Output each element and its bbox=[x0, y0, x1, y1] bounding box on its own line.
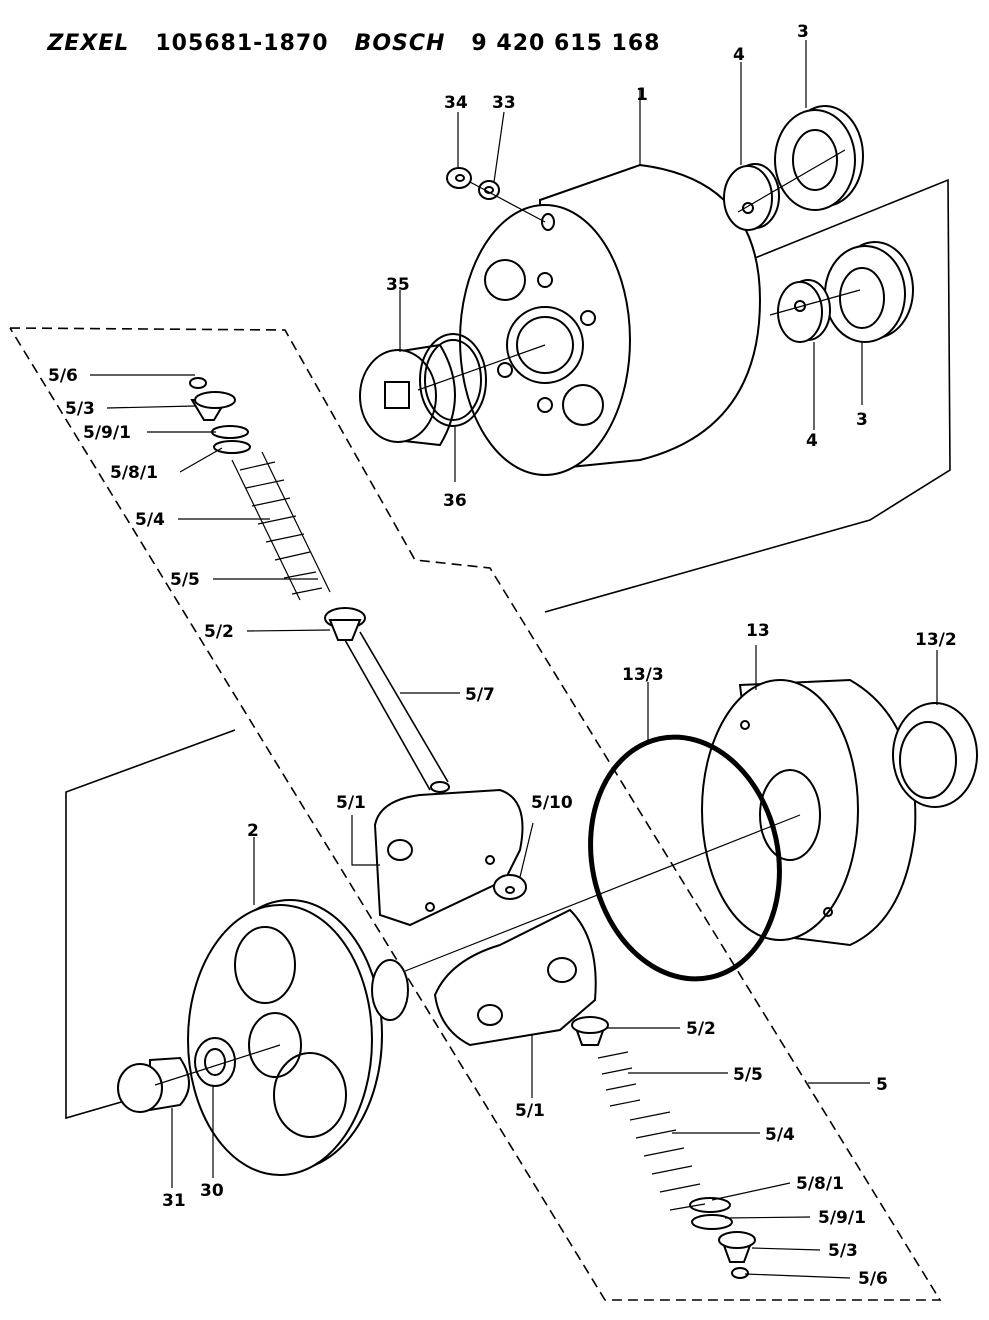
label-right-5-3: 5/3 bbox=[828, 1241, 858, 1261]
label-part-33: 33 bbox=[492, 93, 516, 113]
label-part-30: 30 bbox=[200, 1181, 224, 1201]
roller-holder-part-5-1-upper bbox=[373, 788, 524, 927]
label-left-5-9-1: 5/9/1 bbox=[83, 423, 131, 443]
label-right-5-9-1: 5/9/1 bbox=[818, 1208, 866, 1228]
brand-zexel: ZEXEL bbox=[47, 31, 130, 56]
pump-housing-part-1 bbox=[459, 163, 762, 476]
label-part-13-3: 13/3 bbox=[622, 665, 664, 685]
label-part-13-2: 13/2 bbox=[915, 630, 957, 650]
valve-part-4-upper bbox=[723, 163, 780, 231]
zexel-part-number: 105681-1870 bbox=[155, 31, 329, 56]
screw-part-34 bbox=[446, 167, 472, 189]
label-right-5-2: 5/2 bbox=[686, 1019, 716, 1039]
screw-plug-part-31 bbox=[117, 1056, 190, 1113]
label-part-1: 1 bbox=[636, 85, 648, 105]
right-inner-spring bbox=[597, 1051, 641, 1107]
label-part-2: 2 bbox=[247, 821, 259, 841]
label-part-5-1-upper: 5/1 bbox=[336, 793, 366, 813]
label-part-34: 34 bbox=[444, 93, 468, 113]
cam-plate-part-2 bbox=[187, 899, 409, 1176]
label-right-5-5: 5/5 bbox=[733, 1065, 763, 1085]
group-1-outline bbox=[544, 178, 951, 613]
label-part-13: 13 bbox=[746, 621, 770, 641]
left-outer-spring bbox=[231, 451, 331, 601]
label-part-36: 36 bbox=[443, 491, 467, 511]
right-outer-spring bbox=[629, 1111, 706, 1211]
o-ring-part-13-3 bbox=[588, 734, 782, 982]
oil-seal-part-13-2 bbox=[892, 702, 978, 808]
label-part-5: 5 bbox=[876, 1075, 888, 1095]
seal-ring-part-36 bbox=[419, 333, 487, 427]
group-2-outline bbox=[65, 729, 236, 1120]
label-right-5-4: 5/4 bbox=[765, 1125, 795, 1145]
label-part-3-upper: 3 bbox=[797, 22, 809, 42]
push-rod-part-5-7 bbox=[344, 631, 450, 793]
label-left-5-2: 5/2 bbox=[204, 622, 234, 642]
label-left-5-8-1: 5/8/1 bbox=[110, 463, 158, 483]
bosch-part-number: 9 420 615 168 bbox=[471, 31, 661, 56]
label-right-5-6: 5/6 bbox=[858, 1269, 888, 1289]
label-part-5-1-lower: 5/1 bbox=[515, 1101, 545, 1121]
left-spring-assembly bbox=[189, 377, 450, 793]
label-part-4-upper: 4 bbox=[733, 45, 745, 65]
right-spring-assembly bbox=[571, 1016, 756, 1279]
washer-part-30 bbox=[194, 1037, 236, 1087]
label-part-4-lower: 4 bbox=[806, 431, 818, 451]
drawing-header: ZEXEL 105681-1870 BOSCH 9 420 615 168 bbox=[30, 6, 686, 56]
label-part-5-7: 5/7 bbox=[465, 685, 495, 705]
plug-part-35 bbox=[359, 343, 456, 447]
label-left-5-5: 5/5 bbox=[170, 570, 200, 590]
valve-seat-part-3-upper bbox=[774, 105, 864, 211]
label-left-5-3: 5/3 bbox=[65, 399, 95, 419]
roller-holder-part-5-1-lower bbox=[433, 908, 597, 1047]
cover-part-13 bbox=[701, 678, 917, 947]
brand-bosch: BOSCH bbox=[354, 31, 446, 56]
label-part-31: 31 bbox=[162, 1191, 186, 1211]
label-left-5-6: 5/6 bbox=[48, 366, 78, 386]
label-part-35: 35 bbox=[386, 275, 410, 295]
label-right-5-8-1: 5/8/1 bbox=[796, 1174, 844, 1194]
valve-seat-part-3-lower bbox=[824, 241, 914, 343]
valve-part-4-lower bbox=[777, 279, 831, 343]
pin-part-5-10 bbox=[493, 874, 527, 900]
label-left-5-4: 5/4 bbox=[135, 510, 165, 530]
label-part-5-10: 5/10 bbox=[531, 793, 573, 813]
label-part-3-lower: 3 bbox=[856, 410, 868, 430]
group-5-dashed-outline bbox=[9, 327, 942, 1301]
